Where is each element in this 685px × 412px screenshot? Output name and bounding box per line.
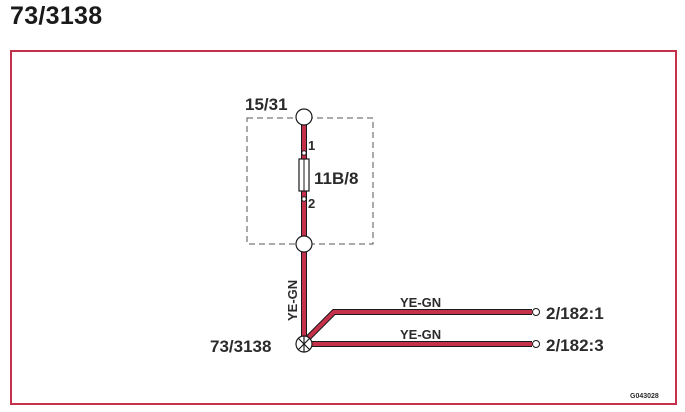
page-title: 73/3138: [10, 2, 103, 30]
wire-upper-label: YE-GN: [400, 295, 441, 310]
terminal-upper-label: 2/182:1: [546, 304, 604, 323]
fuse-pin-2-label: 2: [308, 196, 315, 211]
wire-upper-branch: [301, 309, 532, 345]
splice-label: 73/3138: [210, 337, 271, 356]
top-connector-label: 15/31: [245, 95, 288, 114]
terminal-upper-dot: [532, 308, 540, 316]
wire-lower-label: YE-GN: [400, 327, 441, 342]
diagram-code: G043028: [630, 393, 659, 400]
diagram-frame: [10, 50, 677, 405]
connector-top-15-31: [295, 108, 313, 126]
terminal-lower-label: 2/182:3: [546, 336, 604, 355]
fuse-label: 11B/8: [314, 169, 358, 188]
fuse-pin-1: [301, 150, 307, 156]
terminal-lower-dot: [532, 340, 540, 348]
wire-vertical-label: YE-GN: [285, 280, 300, 321]
connector-bottom: [295, 235, 313, 253]
splice-icon: [295, 335, 313, 353]
fuse-pin-2: [301, 196, 307, 202]
fuse-pin-1-label: 1: [308, 138, 315, 153]
